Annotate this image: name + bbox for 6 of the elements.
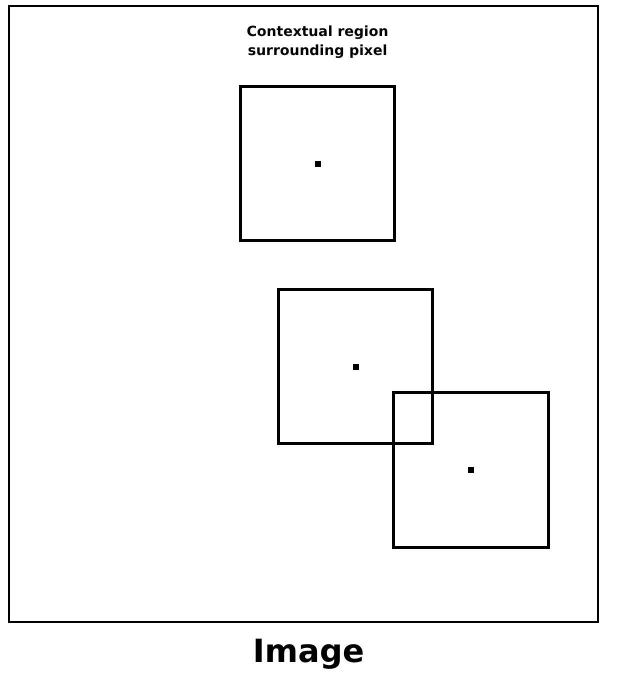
region-square [277, 288, 434, 445]
region-square [239, 85, 396, 242]
image-frame [8, 5, 599, 623]
image-caption: Image [252, 632, 366, 670]
region-heading: Contextual region surrounding pixel [246, 23, 390, 61]
region-square [392, 391, 550, 549]
